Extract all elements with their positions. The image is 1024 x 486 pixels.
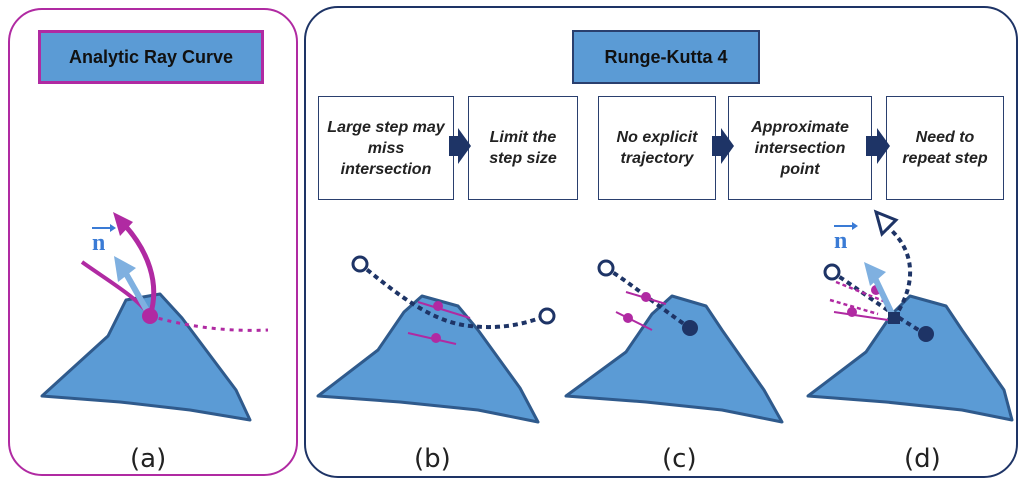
analytic-ray-curve-title: Analytic Ray Curve [38, 30, 264, 84]
panel-rk4-frame [304, 6, 1018, 478]
step-large-step-box: Large step may miss intersection [318, 96, 454, 200]
step-repeat-box: Need to repeat step [886, 96, 1004, 200]
panel-a-frame [8, 8, 298, 476]
repeated-step-ray-d [882, 222, 913, 320]
normal-vector-d [871, 274, 897, 320]
reflected-ray-a [116, 216, 157, 317]
flow-arrow-2 [712, 128, 734, 164]
flow-arrow-1 [449, 128, 471, 164]
caption-a: (a) [130, 444, 167, 474]
normal-label-d: n [834, 222, 858, 254]
runge-kutta-title: Runge-Kutta 4 [572, 30, 760, 84]
step-limit-size-box: Limit the step size [468, 96, 578, 200]
inside-point-d [918, 326, 934, 342]
mountain-a [40, 292, 252, 422]
reflected-ray-arrowhead-a [113, 212, 133, 236]
step-no-trajectory-box: No explicit trajectory [598, 96, 716, 200]
start-point-c [597, 259, 615, 277]
approx-intersection-point-d [888, 312, 900, 324]
normal-label-a: n [92, 224, 116, 256]
substeps-c [615, 291, 667, 331]
svg-text:n: n [834, 228, 847, 254]
end-point-b [538, 307, 556, 325]
normal-arrowhead-a [114, 256, 136, 282]
mountain-b [316, 294, 540, 424]
caption-d: (d) [904, 444, 941, 474]
start-point-d [823, 263, 841, 281]
missed-substeps-b [407, 301, 471, 345]
mountain-d [806, 294, 1014, 422]
inside-point-c [682, 320, 698, 336]
step-approx-point-box: Approximate intersection point [728, 96, 872, 200]
start-point-b [351, 255, 369, 273]
repeated-step-arrowhead-d [873, 209, 899, 237]
ray-continuation-a [149, 314, 269, 332]
normal-arrowhead-d [864, 262, 886, 286]
intersection-point-a [142, 308, 158, 324]
large-step-ray-b [358, 262, 546, 330]
step-ray-d [830, 270, 924, 334]
caption-b: (b) [414, 444, 451, 474]
caption-c: (c) [662, 444, 697, 474]
flow-arrow-3 [866, 128, 890, 164]
svg-text:n: n [92, 230, 105, 256]
normal-vector-a [121, 268, 153, 318]
substeps-d [829, 280, 889, 321]
